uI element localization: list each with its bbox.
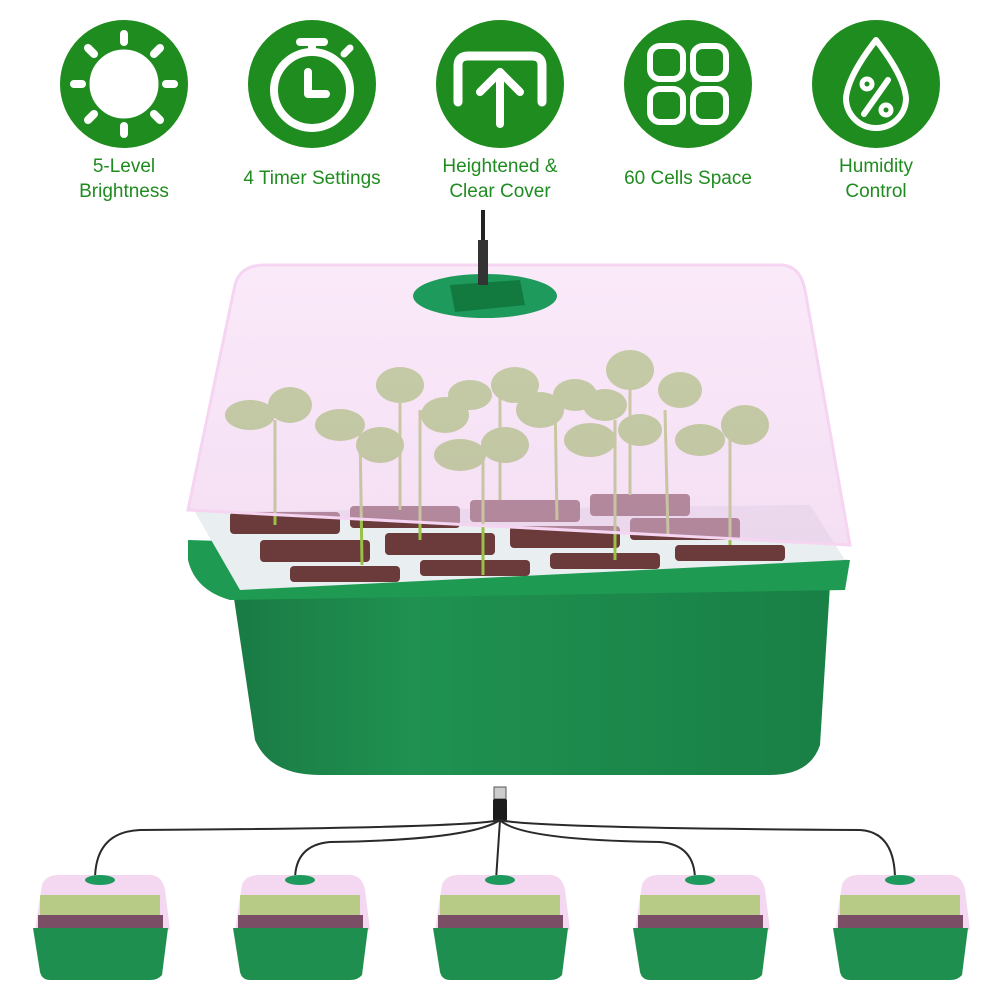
usb-plug-icon [493,786,507,821]
feature-timer: 4 Timer Settings [222,20,402,191]
mini-tray [633,875,770,980]
feature-label: Humidity Control [839,156,913,202]
mini-tray [233,875,370,980]
feature-cells: 60 Cells Space [598,20,778,191]
feature-brightness: 5-Level Brightness [34,20,214,204]
main-seed-tray [186,210,852,775]
humidity-drop-icon [812,20,940,148]
feature-humidity: Humidity Control [786,20,966,204]
connected-trays-row [33,786,970,980]
feature-label: 4 Timer Settings [243,168,381,189]
raised-cover-arrow-icon [436,20,564,148]
tray-base [232,585,830,775]
feature-cover: Heightened & Clear Cover [410,20,590,204]
feature-icons-row: 5-Level Brightness 4 Timer Settings Heig [0,20,1000,220]
feature-label: Heightened & Clear Cover [442,156,558,202]
feature-label: 5-Level Brightness [79,156,169,202]
mini-tray [833,875,970,980]
usb-splitter-cables [94,819,896,881]
clear-dome [186,263,852,547]
mini-tray [33,875,170,980]
cells-grid-icon [624,20,752,148]
feature-label: 60 Cells Space [624,168,752,189]
brightness-icon [60,20,188,148]
stopwatch-icon [248,20,376,148]
mini-tray [433,875,570,980]
